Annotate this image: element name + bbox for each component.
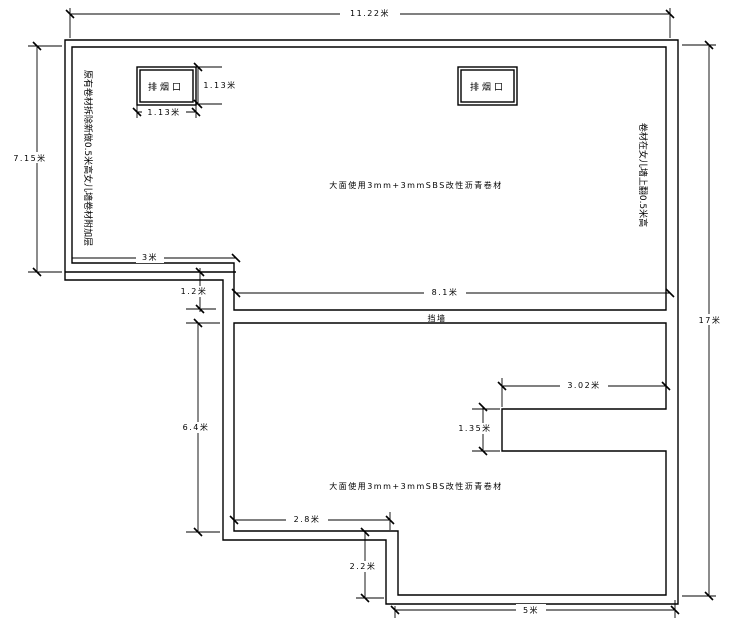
dim-lower-left-height: 6.4米 <box>176 318 220 537</box>
dim-lower-left-height-label: 6.4米 <box>183 422 210 432</box>
dim-right-height-label: 17米 <box>699 315 722 325</box>
parapet-label: 挡墙 <box>428 313 447 323</box>
dim-top-right-width-label: 8.1米 <box>432 287 459 297</box>
dim-top-width: 11.22米 <box>65 8 675 38</box>
roof-outline <box>64 39 679 605</box>
dim-bottom-step-height: 2.2米 <box>343 527 384 603</box>
dim-step-width-label: 3米 <box>142 252 158 262</box>
dim-step-width-left: 3米 <box>72 252 241 263</box>
dim-left-height: 7.15米 <box>8 41 62 277</box>
dim-bottom-step-width-label: 2.8米 <box>294 514 321 524</box>
smoke-vent-left: 排烟口 <box>136 66 197 106</box>
left-note: 原有卷材拆除新做0.5米高女儿墙卷材附加层 <box>82 70 94 246</box>
dim-step-height-label: 1.2米 <box>181 286 208 296</box>
dim-left-height-label: 7.15米 <box>13 153 46 163</box>
dim-vent-width: 1.13米 <box>132 105 201 118</box>
dim-vent-height: 1.13米 <box>193 62 240 109</box>
dim-top-right-width: 8.1米 <box>231 287 675 298</box>
smoke-vent-right: 排烟口 <box>457 66 518 106</box>
dim-bottom-step-width: 2.8米 <box>229 512 395 530</box>
main-material-bottom: 大面使用3mm+3mmSBS改性沥青卷材 <box>329 481 503 491</box>
dim-notch-height: 1.35米 <box>454 402 500 456</box>
dim-bottom-width: 5米 <box>390 600 680 618</box>
dim-notch-width-label: 3.02米 <box>567 380 600 390</box>
dim-step-height: 1.2米 <box>176 267 222 314</box>
dim-bottom-width-label: 5米 <box>523 605 539 615</box>
vent-right-label: 排烟口 <box>470 81 506 93</box>
dim-notch-height-label: 1.35米 <box>458 423 491 433</box>
dim-vent-width-label: 1.13米 <box>147 107 180 117</box>
dim-right-height: 17米 <box>682 40 728 601</box>
dim-vent-height-label: 1.13米 <box>203 80 236 90</box>
dim-notch-width: 3.02米 <box>497 378 671 407</box>
right-note: 卷材在女儿墙上翻0.5米高 <box>637 123 649 227</box>
dim-top-width-label: 11.22米 <box>350 8 390 18</box>
vent-left-label: 排烟口 <box>148 81 184 93</box>
dim-bottom-step-height-label: 2.2米 <box>350 561 377 571</box>
main-material-top: 大面使用3mm+3mmSBS改性沥青卷材 <box>329 180 503 190</box>
